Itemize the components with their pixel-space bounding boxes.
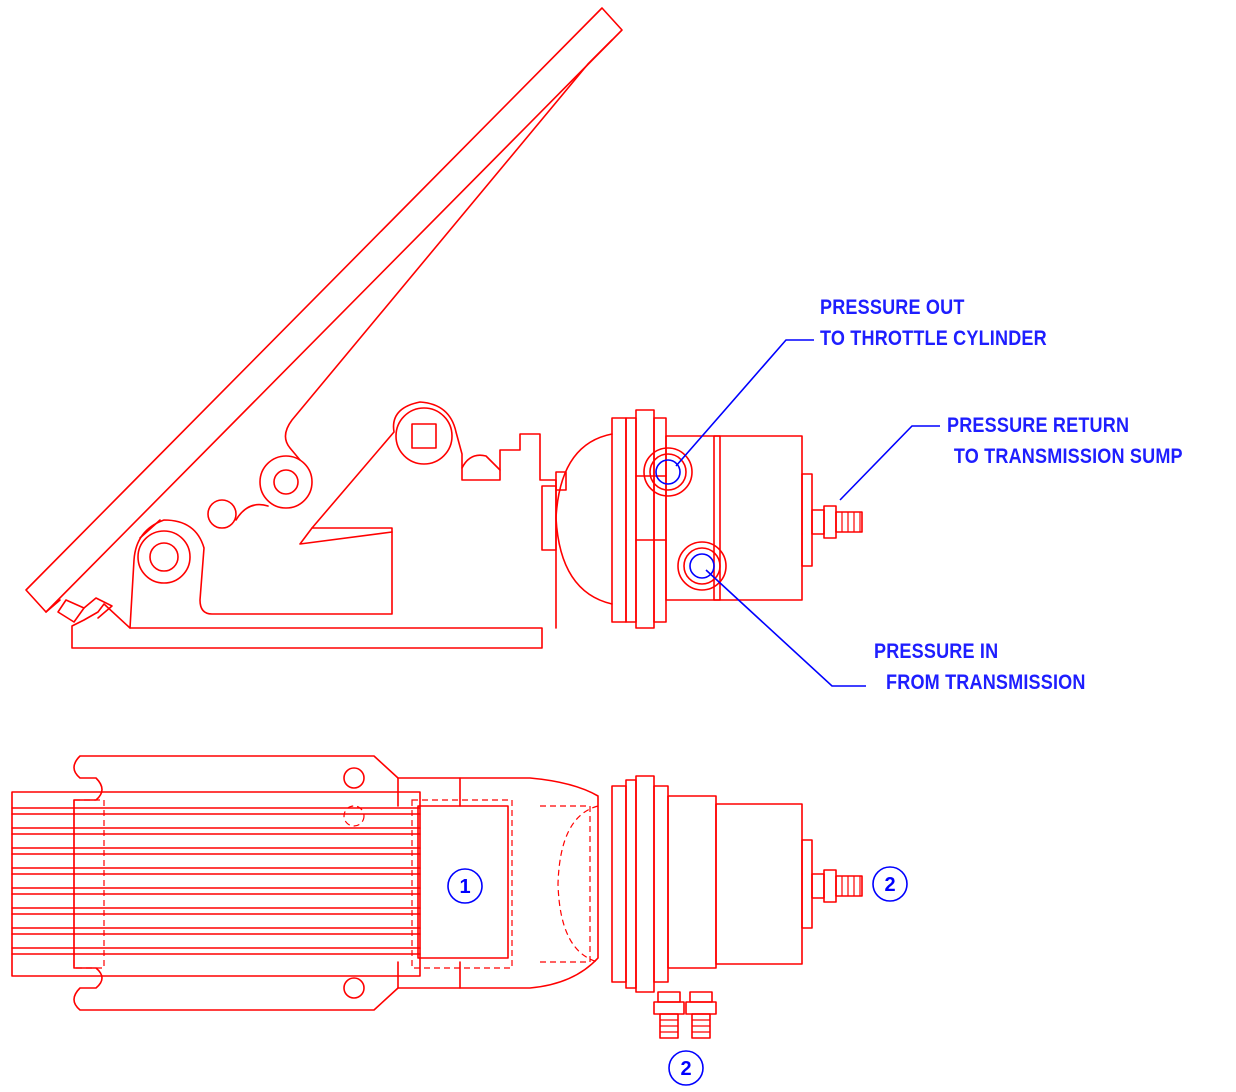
- valve-body-side: [541, 409, 863, 629]
- callout-leaders: [675, 339, 940, 687]
- item-bubble-2-side: 2: [872, 866, 908, 902]
- item-bubble-1: 1: [447, 868, 483, 904]
- callout-pressure-return: PRESSURE RETURN TO TRANSMISSION SUMP: [947, 410, 1183, 472]
- callout-pressure-out-line1: PRESSURE OUT: [820, 296, 965, 319]
- return-fitting-side: [811, 505, 863, 539]
- callout-pressure-return-line1: PRESSURE RETURN: [947, 414, 1130, 437]
- callout-pressure-in: PRESSURE IN FROM TRANSMISSION: [874, 636, 1086, 698]
- return-fitting-plan: [811, 869, 863, 903]
- treadle-ribs: [11, 807, 421, 955]
- callout-pressure-in-line1: PRESSURE IN: [874, 640, 999, 663]
- item-bubble-1-text: 1: [459, 876, 470, 898]
- callout-pressure-in-line2: FROM TRANSMISSION: [886, 671, 1086, 694]
- bottom-fittings: [653, 991, 717, 1039]
- callout-pressure-out: PRESSURE OUT TO THROTTLE CYLINDER: [820, 292, 1047, 354]
- side-elevation-view: [25, 7, 863, 649]
- item-bubble-2-bottom: 2: [668, 1050, 704, 1086]
- callout-pressure-return-line2: TO TRANSMISSION SUMP: [953, 445, 1183, 468]
- plan-view: [11, 755, 863, 1039]
- item-bubble-2-side-text: 2: [884, 874, 895, 896]
- callout-pressure-out-line2: TO THROTTLE CYLINDER: [820, 327, 1047, 350]
- pedal-treadle: [25, 7, 623, 623]
- item-bubble-2-bottom-text: 2: [680, 1058, 691, 1080]
- pedal-base-bracket: [71, 401, 557, 649]
